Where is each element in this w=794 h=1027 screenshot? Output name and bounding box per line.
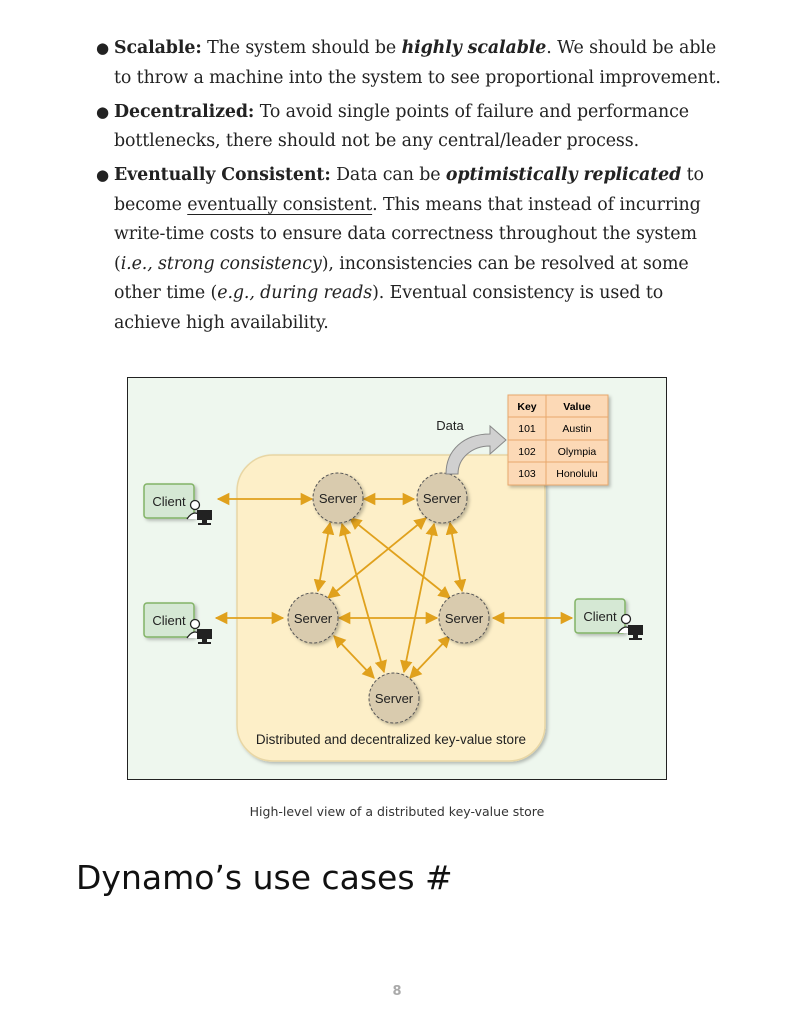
arrow-server4-server5 xyxy=(409,635,451,679)
user-computer-icon xyxy=(617,613,643,640)
svg-text:Server: Server xyxy=(319,491,358,506)
emphasis-highly-scalable: highly scalable xyxy=(401,38,547,58)
table-cell: 101 xyxy=(518,423,536,435)
table-cell: Olympia xyxy=(558,446,597,458)
arrow-server1-server5 xyxy=(339,522,387,674)
text: ), inconsistencies can be resolved at so… xyxy=(114,253,689,304)
arrow-server2-server4 xyxy=(445,521,467,593)
data-callout-arrow xyxy=(445,424,507,475)
client-node-1: Client xyxy=(143,483,212,525)
connection-arrows xyxy=(214,492,574,679)
term-decentralized: Decentralized: xyxy=(114,101,255,122)
store-label: Distributed and decentralized key-value … xyxy=(256,732,526,747)
table-cell: 103 xyxy=(518,468,536,480)
page-number: 8 xyxy=(392,984,402,999)
svg-text:Client: Client xyxy=(583,609,617,624)
svg-text:Server: Server xyxy=(375,691,414,706)
text: . We should be able to throw a machine i… xyxy=(114,38,721,88)
bullet-dot: ● xyxy=(96,39,109,57)
server-node-3: Server xyxy=(287,592,339,644)
table-cell: 102 xyxy=(518,446,536,458)
feature-list: ● Scalable: The system should be highly … xyxy=(92,34,732,343)
diagram-svg: Distributed and decentralized key-value … xyxy=(143,394,643,762)
section-heading: Dynamo’s use cases # xyxy=(76,858,453,897)
server-node-5: Server xyxy=(368,672,420,724)
arrow-server2-server5 xyxy=(400,522,438,674)
term-eventually-consistent: Eventually Consistent: xyxy=(114,165,331,185)
text: The system should be xyxy=(207,38,402,58)
client-node-2: Client xyxy=(143,602,212,644)
table-header-value: Value xyxy=(563,401,591,413)
data-label: Data xyxy=(436,418,464,433)
server-node-2: Server xyxy=(416,472,468,524)
svg-text:Client: Client xyxy=(152,494,186,509)
table-cell: Austin xyxy=(562,423,591,435)
client-node-3: Client xyxy=(574,598,643,640)
text: ). Eventual consistency is used to achie… xyxy=(114,283,664,333)
figure-caption: High-level view of a distributed key-val… xyxy=(249,804,545,819)
text: to become xyxy=(114,165,704,215)
key-value-store-diagram: Distributed and decentralized key-value … xyxy=(127,377,667,780)
bullet-eventually-consistent: ● Eventually Consistent: Data can be opt… xyxy=(92,161,732,338)
server-node-4: Server xyxy=(438,592,490,644)
link-eventually-consistent[interactable]: eventually consistent xyxy=(187,194,373,215)
user-computer-icon xyxy=(186,499,212,525)
table-cell: Honolulu xyxy=(556,468,598,480)
bullet-dot: ● xyxy=(96,166,109,184)
emphasis-strong-consistency: i.e., strong consistency xyxy=(120,253,322,274)
emphasis-during-reads: e.g., during reads xyxy=(217,283,373,303)
bullet-dot: ● xyxy=(96,102,109,121)
bullet-scalable: ● Scalable: The system should be highly … xyxy=(92,34,732,93)
term-scalable: Scalable: xyxy=(114,38,202,58)
text: . This means that instead of incurring w… xyxy=(114,194,701,274)
bullet-decentralized: ● Decentralized: To avoid single points … xyxy=(92,98,732,157)
data-table: Key Value 101 Austin 102 Olympia 103 Hon… xyxy=(507,394,609,486)
text: To avoid single points of failure and pe… xyxy=(114,101,689,152)
text: Data can be xyxy=(336,165,446,185)
server-node-1: Server xyxy=(312,472,364,524)
user-computer-icon xyxy=(186,618,212,644)
table-header-key: Key xyxy=(517,401,536,413)
arrow-server3-server5 xyxy=(333,635,375,679)
svg-text:Client: Client xyxy=(152,613,186,628)
svg-text:Server: Server xyxy=(423,491,462,506)
svg-text:Server: Server xyxy=(294,611,333,626)
emphasis-optimistically-replicated: optimistically replicated xyxy=(445,165,682,185)
svg-text:Server: Server xyxy=(445,611,484,626)
